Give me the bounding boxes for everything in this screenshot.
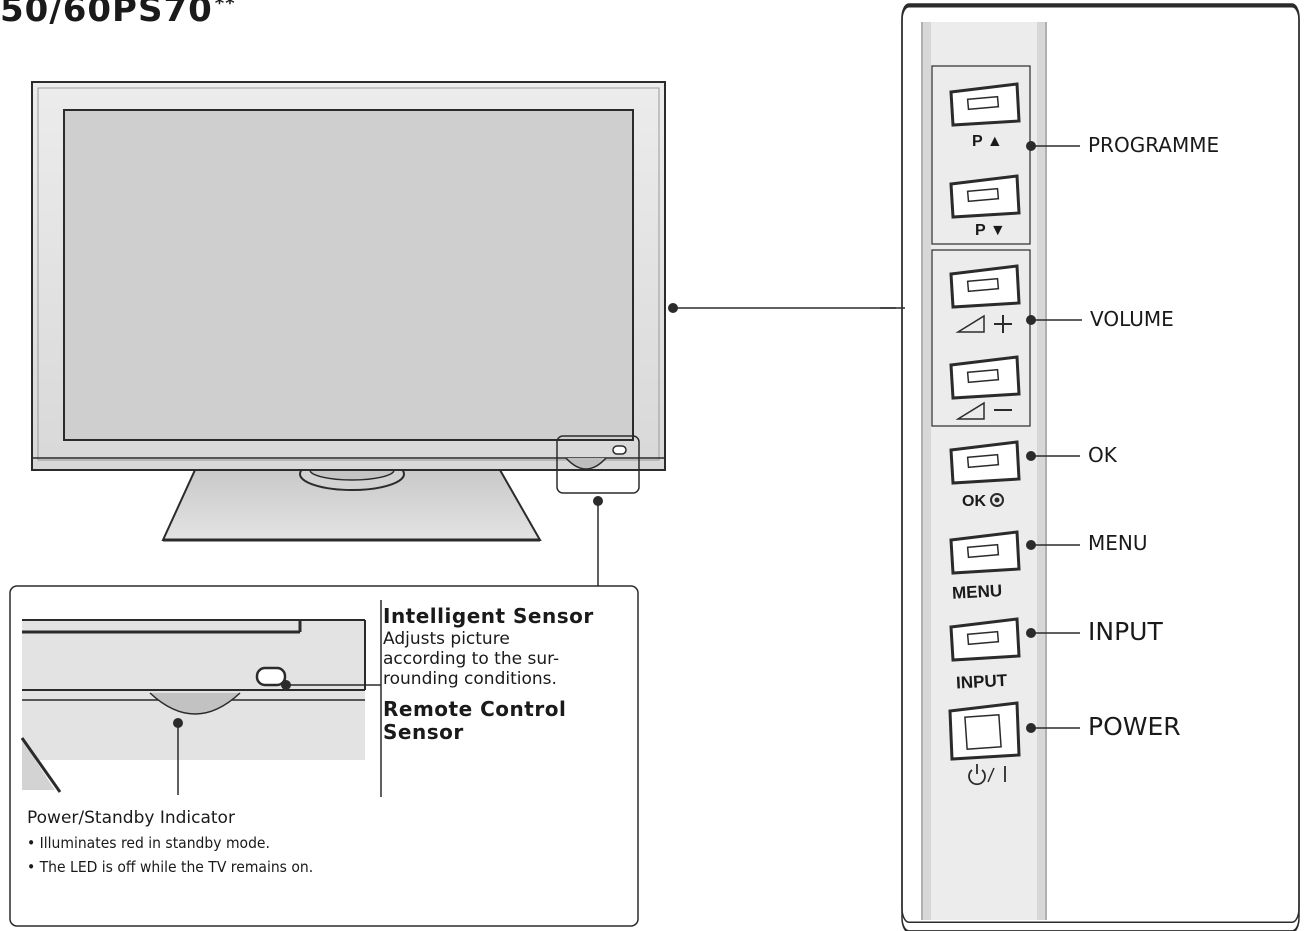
intelligent-sensor-desc-1: Adjusts picture (383, 628, 510, 649)
vol-up-button[interactable] (949, 264, 1021, 309)
model-title-text: 50/60PS70 (0, 0, 213, 30)
sensor-detail-callout (9, 585, 639, 927)
television (31, 81, 905, 586)
power-btn[interactable] (948, 701, 1021, 761)
ok-btn[interactable] (949, 440, 1021, 485)
model-title: 50/60PS70** (0, 0, 236, 30)
power-indicator-bullet-2: • The LED is off while the TV remains on… (27, 858, 314, 877)
p-down-label: P ▼ (975, 222, 1006, 239)
input-btn-label: INPUT (956, 671, 1009, 693)
p-down-button[interactable] (949, 174, 1021, 219)
zoomed-sensor-window (255, 666, 287, 687)
power-indicator-bullet-1: • Illuminates red in standby mode. (27, 834, 270, 853)
sensor-highlight-box (556, 435, 640, 494)
intelligent-sensor-desc-3: rounding conditions. (383, 669, 557, 690)
input-btn[interactable] (949, 617, 1021, 662)
tv-screen (63, 109, 634, 441)
power-indicator-title: Power/Standby Indicator (27, 808, 235, 828)
callout-menu: MENU (1088, 531, 1148, 555)
ok-btn-label: OK (962, 493, 986, 510)
intelligent-sensor-desc-2: according to the sur- (383, 648, 560, 669)
callout-volume: VOLUME (1090, 307, 1174, 331)
tv-sensor-window (612, 445, 627, 455)
power-indicator-text-block: Power/Standby Indicator • Illuminates re… (27, 808, 427, 877)
callout-input: INPUT (1088, 617, 1163, 646)
intelligent-sensor-title: Intelligent Sensor (383, 604, 594, 628)
p-up-label: P ▲ (972, 133, 1003, 150)
remote-sensor-title-2: Sensor (383, 720, 464, 745)
model-title-suffix: ** (214, 0, 236, 14)
vol-down-button[interactable] (949, 355, 1021, 400)
menu-btn-label: MENU (952, 581, 1003, 603)
callout-ok: OK (1088, 443, 1117, 467)
p-up-button[interactable] (949, 82, 1021, 127)
callout-programme: PROGRAMME (1088, 133, 1220, 157)
menu-btn[interactable] (949, 530, 1021, 575)
remote-sensor-title-1: Remote Control (383, 696, 567, 721)
callout-power: POWER (1088, 712, 1181, 741)
sensor-text-block: Intelligent Sensor Adjusts picture accor… (383, 604, 615, 745)
